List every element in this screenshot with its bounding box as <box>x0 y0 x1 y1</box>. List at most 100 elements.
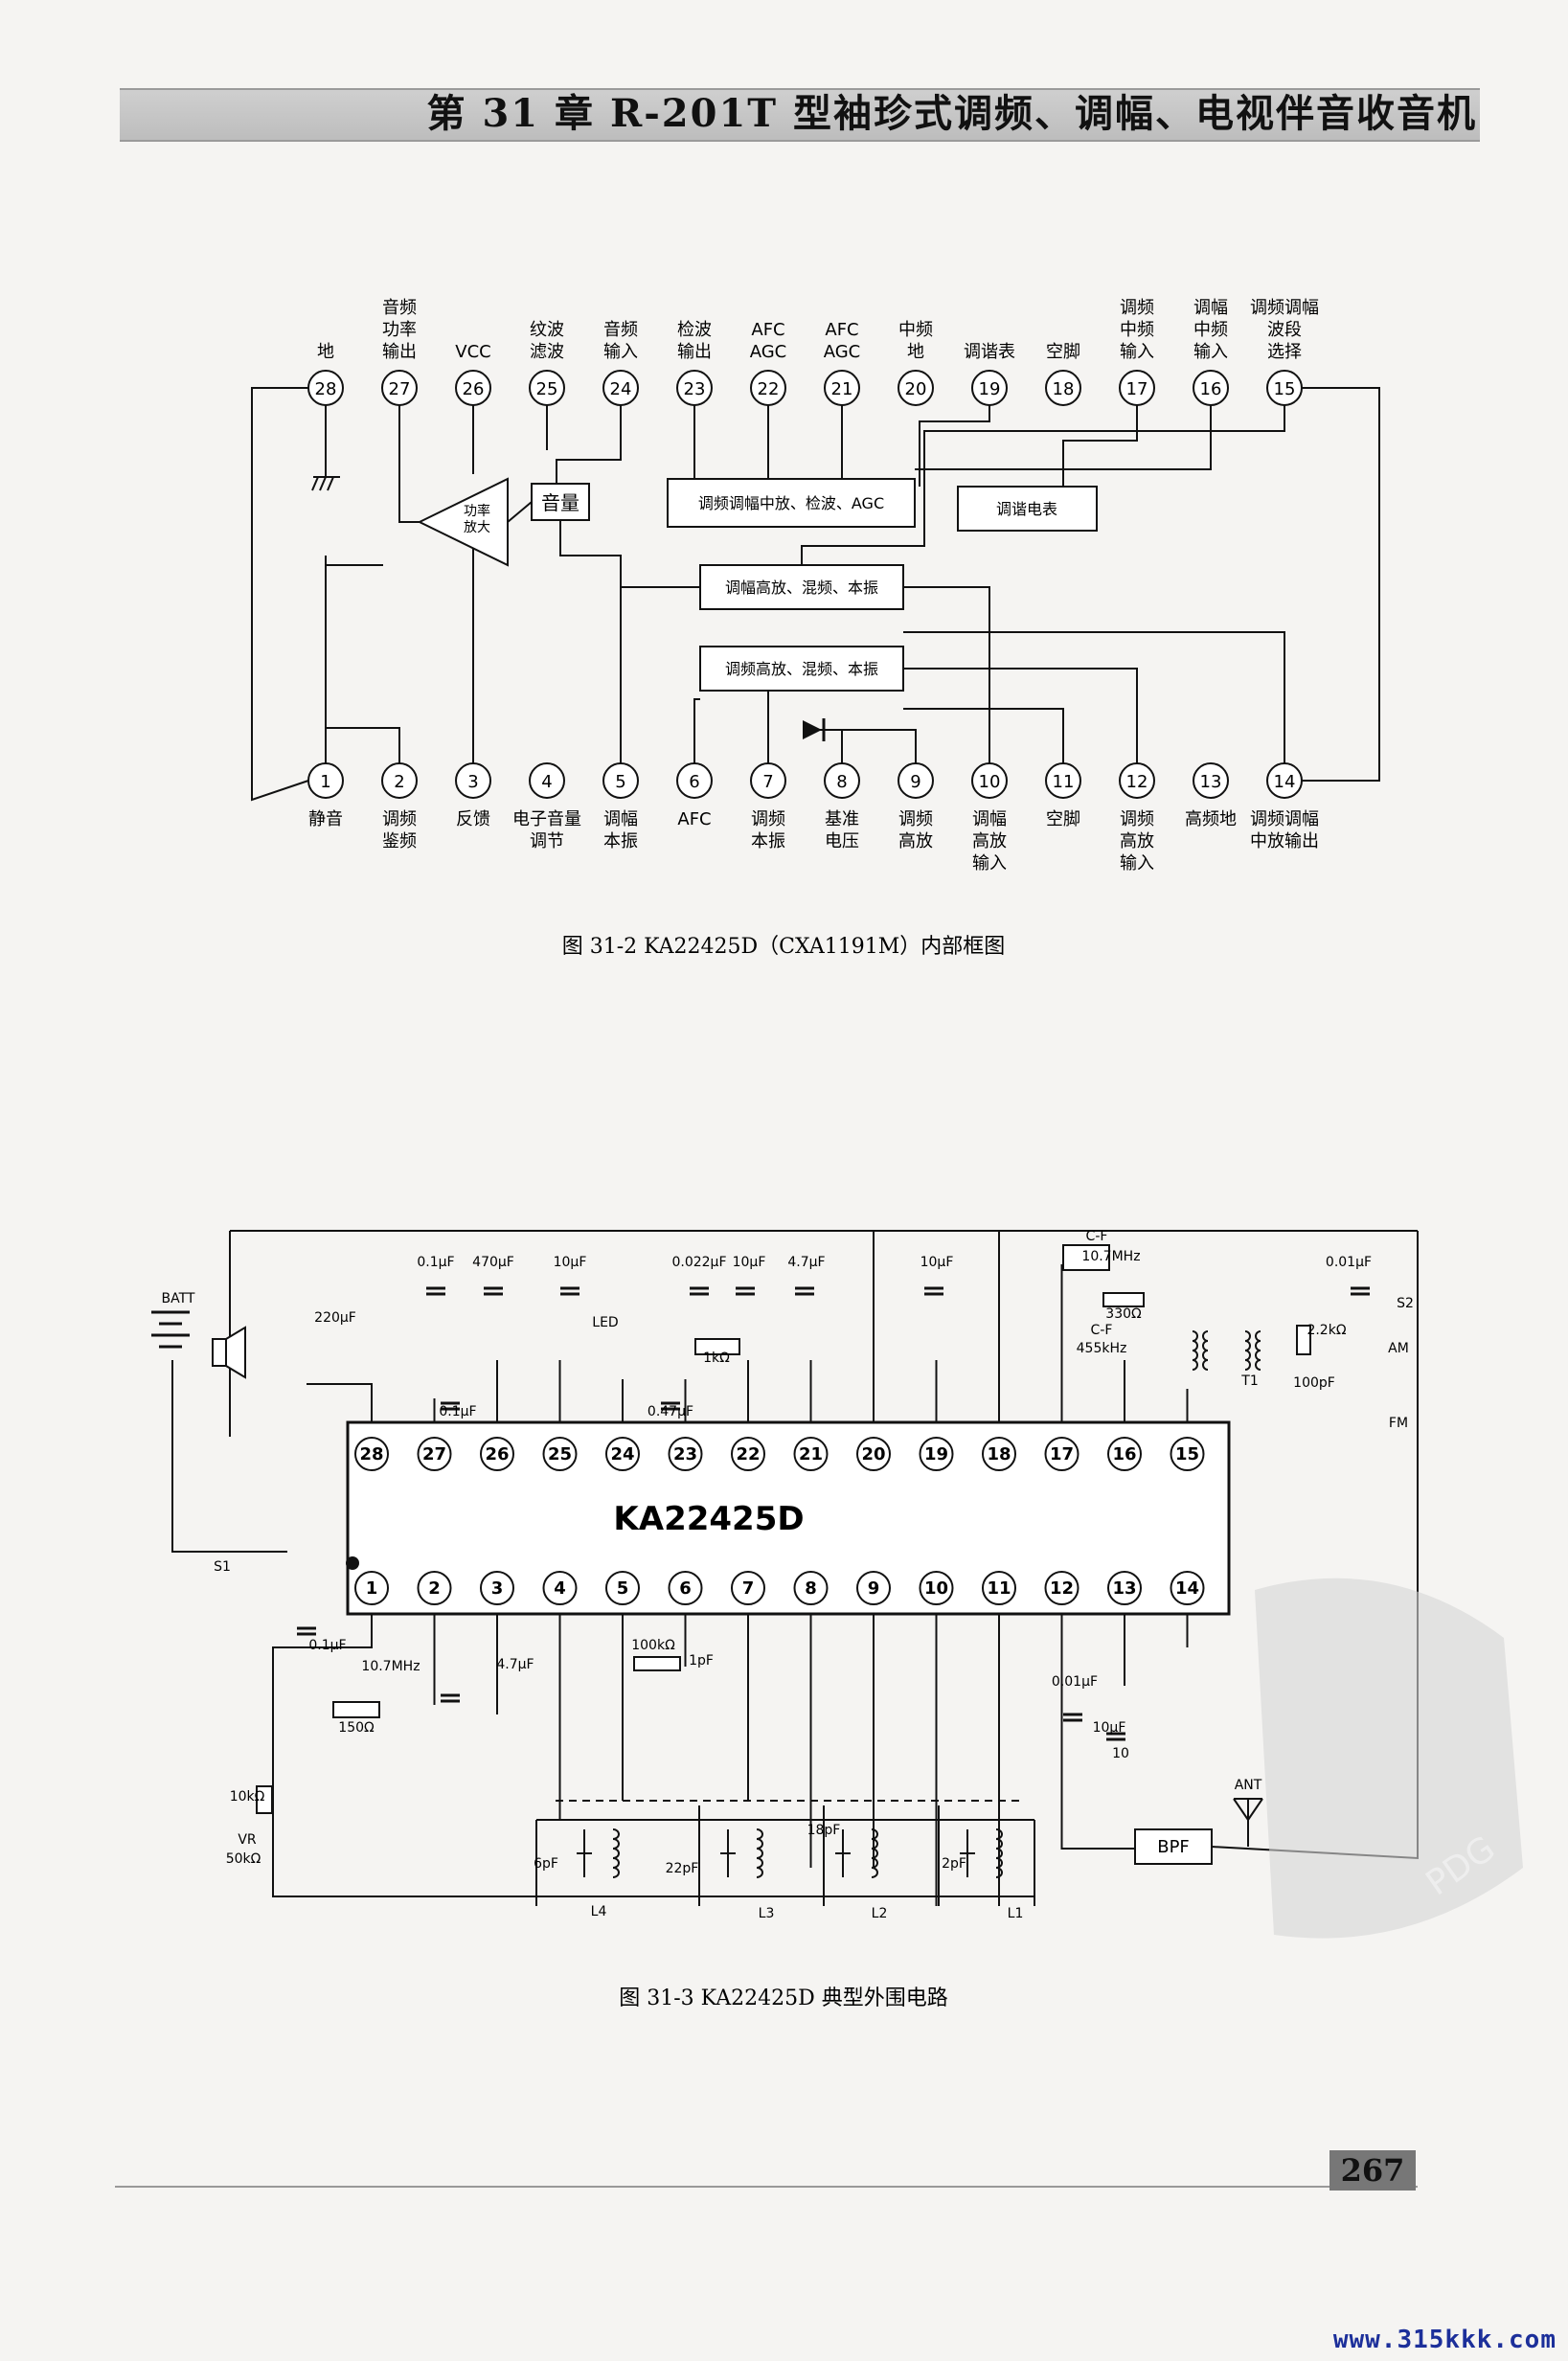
batt-label: BATT <box>162 1291 195 1306</box>
pin-label: 检波输出 <box>677 320 712 362</box>
block-volume <box>531 483 590 521</box>
ic-pin-number: 18 <box>987 1444 1011 1464</box>
pin-number: 21 <box>831 379 853 399</box>
ic-pin-number: 4 <box>554 1578 566 1599</box>
pin-number: 23 <box>684 379 706 399</box>
label-c16: 0.01μF <box>1052 1674 1098 1690</box>
label-cap22p: 22pF <box>666 1861 699 1876</box>
label-r150: 150Ω <box>338 1720 375 1736</box>
ic-pin-number: 12 <box>1050 1578 1074 1599</box>
pin-label: 高频地 <box>1185 809 1237 829</box>
ic-pin-number: 26 <box>485 1444 509 1464</box>
speaker-icon <box>212 1326 246 1379</box>
ic-pin-number: 16 <box>1112 1444 1136 1464</box>
block-if-amp-label: 调频调幅中放、检波、AGC <box>698 494 884 512</box>
ic-pin-number: 9 <box>868 1578 880 1599</box>
label-t1: T1 <box>1240 1373 1258 1389</box>
pin-label: 调频调幅波段选择 <box>1250 298 1319 362</box>
pin-number: 6 <box>689 772 699 792</box>
label-r100k: 100kΩ <box>631 1638 675 1653</box>
ic-pin-top-26: 26 <box>480 1437 514 1471</box>
pin-label: 调幅中频输入 <box>1193 298 1228 362</box>
label-c9: 220μF <box>314 1310 356 1326</box>
pin-number: 27 <box>389 379 411 399</box>
label-cap6p: 6pF <box>534 1856 558 1872</box>
battery-icon <box>151 1310 190 1349</box>
pin-top-25: 25 纹波滤波 <box>529 320 565 406</box>
site-watermark: www.315kkk.com <box>1332 2326 1557 2354</box>
ic-pin-bottom-9: 9 <box>856 1571 891 1605</box>
ic-pin-top-23: 23 <box>668 1437 703 1471</box>
block-power-amp <box>417 477 509 567</box>
pin-label: 调幅高放输入 <box>972 809 1007 874</box>
ic-pin-number: 17 <box>1050 1444 1074 1464</box>
pin-label: 调频高放输入 <box>1120 809 1154 874</box>
figure-31-2-caption: 图 31-2 KA22425D（CXA1191M）内部框图 <box>562 935 1006 959</box>
ic-pin-top-19: 19 <box>919 1437 954 1471</box>
label-c4: 0.022μF <box>671 1255 726 1270</box>
ground-icon <box>311 476 340 491</box>
ic-pin-bottom-12: 12 <box>1044 1571 1079 1605</box>
ic-pin-number: 1 <box>366 1578 378 1599</box>
label-r10k: 10kΩ <box>230 1789 265 1805</box>
ic-pin-number: 25 <box>548 1444 572 1464</box>
ic-pin-number: 13 <box>1112 1578 1136 1599</box>
pin-number: 4 <box>541 772 552 792</box>
pin-number: 18 <box>1053 379 1075 399</box>
pin-number: 14 <box>1274 772 1296 792</box>
ic-pin-bottom-10: 10 <box>919 1571 954 1605</box>
block-am-rf-label: 调幅高放、混频、本振 <box>725 579 878 597</box>
block-am-rf <box>699 564 904 610</box>
ic-pin-top-18: 18 <box>982 1437 1016 1471</box>
label-c10: 0.1μF <box>439 1404 476 1419</box>
pin-number: 3 <box>467 772 478 792</box>
label-c2: 470μF <box>472 1255 514 1270</box>
pin-label: 静音 <box>308 809 343 829</box>
ic-pin-bottom-4: 4 <box>542 1571 578 1605</box>
pin-number: 9 <box>910 772 920 792</box>
ic-pin-number: 20 <box>861 1444 885 1464</box>
label-c1: 0.1μF <box>417 1255 454 1270</box>
pin-number: 26 <box>463 379 485 399</box>
block-tuning-meter-label: 调谐电表 <box>996 500 1057 518</box>
diode-symbol <box>803 720 822 739</box>
pin-label: 基准电压 <box>825 809 859 851</box>
pin-number: 22 <box>758 379 780 399</box>
pin-number: 13 <box>1200 772 1222 792</box>
ic-pin-bottom-3: 3 <box>480 1571 514 1605</box>
ic-pin-number: 24 <box>610 1444 634 1464</box>
label-cap18p: 18pF <box>807 1823 841 1838</box>
pin-label: AFC <box>677 809 711 829</box>
chapter-title: 第 31 章 R-201T 型袖珍式调频、调幅、电视伴音收音机 <box>426 91 1477 136</box>
ic-pin-top-15: 15 <box>1170 1437 1205 1471</box>
pin-number: 20 <box>905 379 927 399</box>
ic-pin-bottom-2: 2 <box>417 1571 452 1605</box>
label-c15: 1pF <box>689 1653 714 1669</box>
ic-pin-number: 15 <box>1175 1444 1199 1464</box>
block-fm-rf <box>699 646 904 692</box>
ic-pin-number: 6 <box>679 1578 692 1599</box>
ic-pin-top-20: 20 <box>856 1437 891 1471</box>
pin-label: 纹波滤波 <box>530 320 564 362</box>
block-if-amp <box>667 478 916 528</box>
pin-number: 25 <box>536 379 558 399</box>
label-c7: 10μF <box>920 1255 954 1270</box>
pin-label: 调频中频输入 <box>1120 298 1154 362</box>
pin-number: 28 <box>315 379 337 399</box>
label-fm: FM <box>1389 1416 1408 1431</box>
pin-number: 24 <box>610 379 632 399</box>
ic-pin-number: 23 <box>673 1444 697 1464</box>
pin-top-28: 28地 <box>307 342 344 406</box>
label-vr_val: 50kΩ <box>226 1851 261 1867</box>
label-cf2_freq: 455kHz <box>1077 1341 1127 1356</box>
